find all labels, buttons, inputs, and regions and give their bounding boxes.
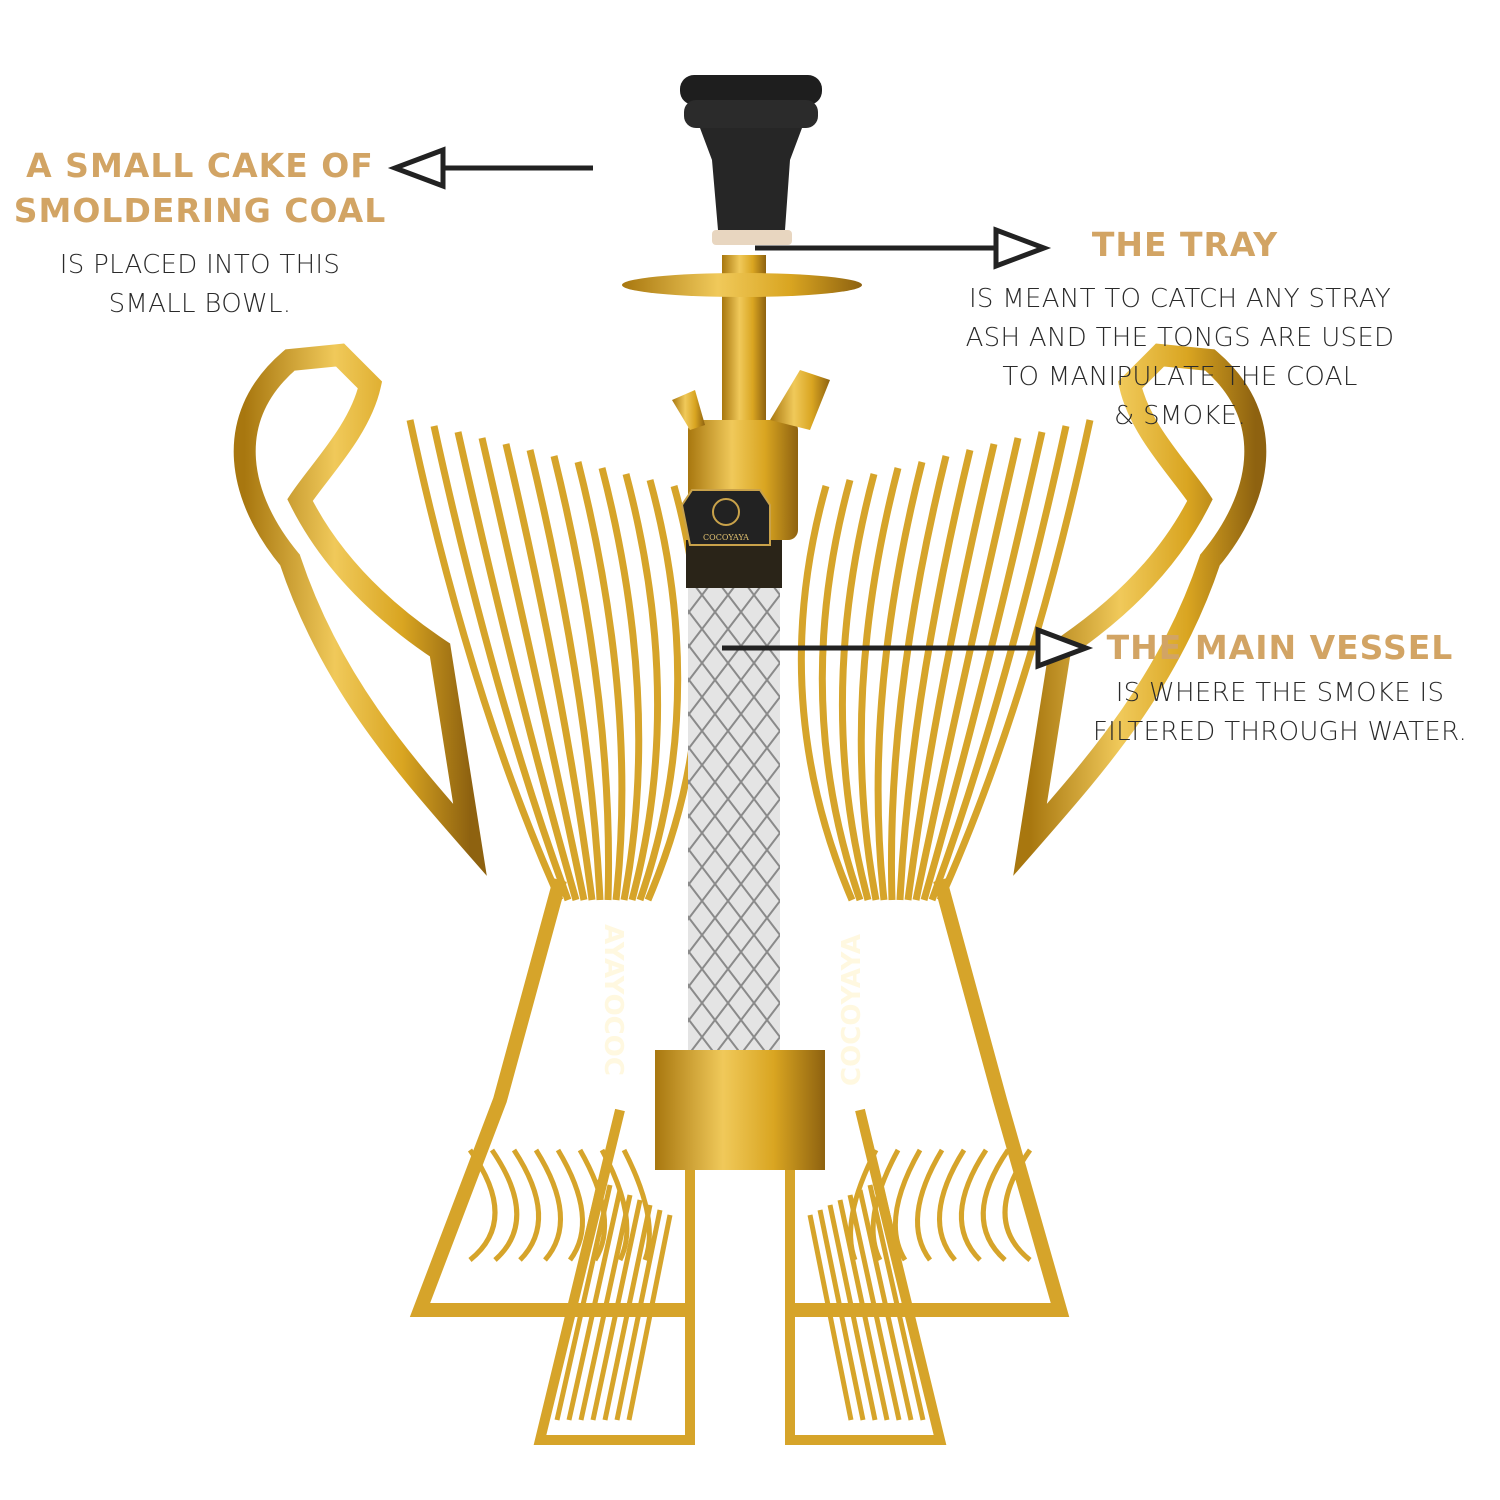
leg-stripe-right [870,1148,901,1262]
vessel-callout-title: THE MAIN VESSEL [1100,625,1460,670]
leg-stripe-left [511,1148,541,1262]
leg-stripe-left [577,1148,608,1262]
front-leg-stripe-left [602,1204,653,1421]
tray-callout-title: THE TRAY [1000,222,1370,267]
tray [622,273,862,297]
leg-stripe-left [621,1148,652,1261]
cage-stripe-left [622,473,662,901]
tray-callout-body: IS MEANT TO CATCH ANY STRAY ASH AND THE … [920,280,1440,436]
leg-stripe-left [467,1148,498,1262]
coal-callout-body: IS PLACED INTO THIS SMALL BOWL. [10,246,390,324]
front-leg-stripe-right [857,1189,914,1421]
body-line: IS MEANT TO CATCH ANY STRAY [968,284,1392,314]
leg-brand-left: AYAYOCOC [598,924,628,1076]
cage-stripe-left [598,467,643,901]
leg-brand-right: COCOYAYA [837,934,867,1086]
front-leg-stripe-right [837,1199,890,1421]
body-line: FILTERED THROUGH WATER. [1092,717,1468,747]
arrow-tray [755,226,1052,270]
body-line: IS WHERE THE SMOKE IS [1115,678,1445,708]
cage-stripe-left [550,455,613,901]
cage-stripe-left [430,425,572,902]
cage-stripe-left [478,437,588,901]
leg-stripe-right [892,1148,923,1262]
gold-cage [406,419,1094,1445]
cage-stripe-right [912,437,1022,901]
leg-stripe-right [937,1148,967,1262]
cage-stripe-right [857,467,902,901]
front-leg-stripe-left [614,1209,663,1421]
leg-right [790,878,1070,1317]
vessel-callout-body: IS WHERE THE SMOKE IS FILTERED THROUGH W… [1060,674,1500,752]
valve-port [770,370,830,430]
leg-stripe-left [489,1148,520,1262]
right-handle [1013,343,1267,876]
title-line: THE MAIN VESSEL [1106,628,1454,667]
front-leg-stripe-left [554,1184,613,1421]
leg-stripe-left [533,1148,563,1262]
cage-stripe-right [797,485,856,902]
cage-stripe-left [526,449,604,901]
front-leg-stripe-right [817,1209,866,1421]
body-line: IS PLACED INTO THIS [59,250,341,280]
front-leg-stripe-left [566,1189,623,1421]
leg-left [409,878,690,1317]
base-ring [655,1050,825,1170]
coal-callout-title: A SMALL CAKE OF SMOLDERING COAL [10,143,390,233]
cage-stripe-right [874,461,926,901]
body-line: TO MANIPULATE THE COAL [1002,362,1358,392]
leg-stripe-right [980,1148,1011,1262]
front-leg-stripe-right [807,1214,854,1421]
cage-stripe-right [920,431,1046,901]
arrow-coal [387,146,593,190]
leg-stripe-left [555,1148,585,1262]
vessel-top-band [686,540,782,588]
leg-stripe-right [1002,1148,1033,1262]
cocoyaya-tag: COCOYAYA [680,489,771,546]
cage-stripe-right [818,479,864,902]
body-line: & SMOKE. [1113,401,1247,431]
cage-stripe-left [636,479,682,902]
front-leg-right [785,1108,947,1445]
cage-stripe-right [838,473,878,901]
cage-stripe-right [928,425,1070,902]
cage-stripe-left [502,443,596,901]
bowl [680,75,822,245]
leg-stripe-right [959,1148,989,1262]
front-leg-stripe-left [626,1214,673,1421]
title-line: A SMALL CAKE OF [26,146,374,185]
body-line: SMALL BOWL. [108,289,292,319]
cage-stripe-right [904,443,998,901]
cage-stripe-left [454,431,580,901]
arrow-vessel [722,626,1094,670]
cage-stripe-right [896,449,974,901]
title-line: THE TRAY [1091,225,1279,264]
front-leg-left [533,1108,695,1445]
front-leg-stripe-left [578,1194,633,1421]
cage-stripe-left [574,461,626,901]
leg-stripe-right [915,1148,945,1262]
left-handle [233,343,487,876]
front-leg-stripe-left [590,1199,643,1421]
cage-stripe-right [887,455,950,901]
hose-port [672,390,705,430]
body-line: ASH AND THE TONGS ARE USED [965,323,1395,353]
front-leg-stripe-right [827,1204,878,1421]
cage-stripe-right [936,419,1094,902]
front-leg-stripe-right [867,1184,926,1421]
svg-text:COCOYAYA: COCOYAYA [703,533,749,542]
cage-stripe-left [406,419,564,902]
title-line: SMOLDERING COAL [13,191,387,230]
glass-vessel [688,585,780,1055]
front-leg-stripe-right [847,1194,902,1421]
